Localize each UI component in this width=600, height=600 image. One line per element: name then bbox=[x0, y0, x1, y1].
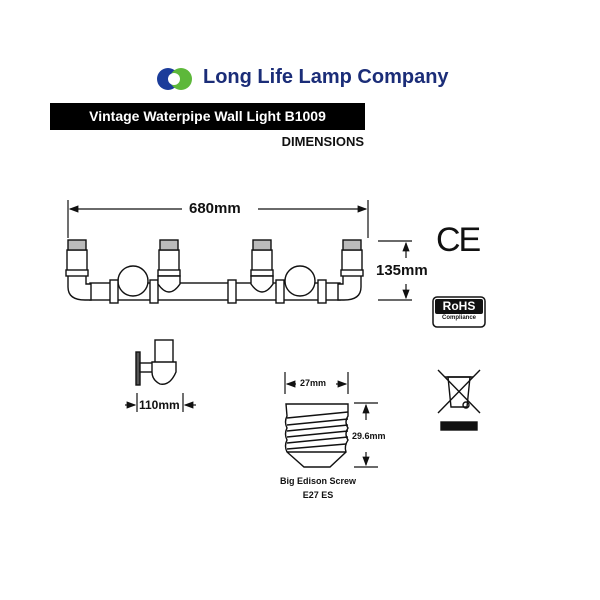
base-width-dimension-line bbox=[284, 372, 349, 394]
rohs-label: RoHS bbox=[442, 299, 476, 313]
ce-mark: CE bbox=[436, 221, 481, 259]
wall-light-side-view bbox=[135, 339, 177, 386]
base-height-dimension-line bbox=[354, 402, 378, 468]
brand-name: Long Life Lamp Company bbox=[203, 66, 449, 88]
rohs-badge bbox=[432, 296, 486, 328]
depth-dimension-line bbox=[125, 393, 196, 412]
edison-screw-base-drawing bbox=[284, 403, 349, 468]
logo-icon bbox=[157, 68, 192, 90]
wall-light-front-view bbox=[65, 239, 364, 304]
base-width-label: 27mm bbox=[300, 378, 327, 388]
width-dimension-line bbox=[67, 200, 369, 238]
bulb-type-label: Big Edison Screw bbox=[279, 476, 357, 486]
bulb-code-label: E27 ES bbox=[302, 490, 334, 500]
product-title: Vintage Waterpipe Wall Light B1009 bbox=[89, 108, 326, 124]
rohs-compliance-label: Compliance bbox=[441, 315, 476, 321]
height-label: 135mm bbox=[376, 262, 428, 279]
height-dimension-line bbox=[378, 240, 412, 301]
section-heading: DIMENSIONS bbox=[281, 134, 364, 149]
weee-bin-icon bbox=[437, 369, 481, 431]
depth-label: 110mm bbox=[139, 398, 180, 412]
product-title-bar: Vintage Waterpipe Wall Light B1009 bbox=[50, 103, 365, 130]
width-label: 680mm bbox=[189, 200, 241, 217]
base-height-label: 29.6mm bbox=[352, 431, 386, 441]
